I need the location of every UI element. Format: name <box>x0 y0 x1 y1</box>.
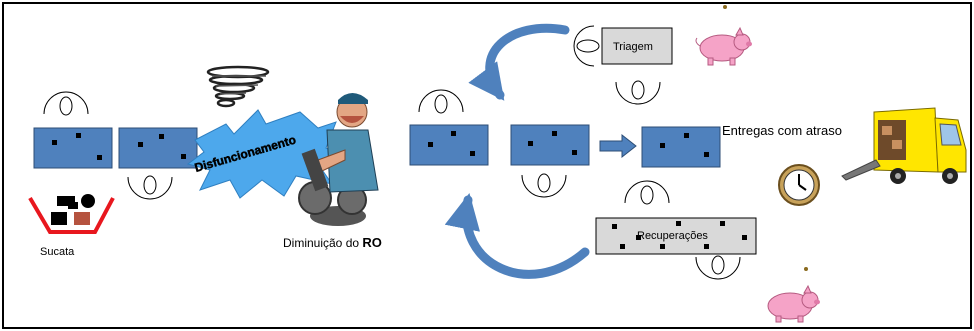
operator-face-icon <box>418 89 464 114</box>
machine-3 <box>409 124 489 166</box>
scrap-bin-icon <box>28 194 115 234</box>
clock-icon <box>778 164 820 206</box>
operator-face-icon <box>573 25 600 67</box>
triagem-label: Triagem <box>613 41 653 53</box>
worker-with-machine-icon <box>298 93 379 226</box>
curved-arrow-recuperacoes <box>444 192 590 279</box>
explosion-burst-icon: Disfuncionamento <box>186 109 347 199</box>
operator-face-icon <box>695 255 741 280</box>
entregas-label: Entregas com atraso <box>722 123 842 138</box>
sucata-label: Sucata <box>40 246 75 258</box>
delivery-truck-icon <box>841 107 967 184</box>
operator-face-icon <box>127 175 173 200</box>
machine-1 <box>33 127 113 169</box>
recuperacoes-label: Recuperações <box>637 230 708 242</box>
machine-2 <box>118 127 198 169</box>
operator-face-icon <box>43 91 89 116</box>
operator-face-icon <box>521 173 567 198</box>
tornado-icon <box>206 65 270 108</box>
triagem-box: Triagem <box>601 27 673 65</box>
machine-5 <box>641 126 721 168</box>
operator-face-icon <box>624 180 670 205</box>
machine-4 <box>510 124 590 166</box>
diminuicao-label: Diminuição do RO <box>283 235 382 250</box>
piggy-bank-icon <box>767 267 820 323</box>
flow-arrow <box>599 133 637 159</box>
recuperacoes-box: Recuperações <box>595 217 757 255</box>
curved-arrow-triagem <box>468 23 570 101</box>
piggy-bank-icon <box>695 5 752 66</box>
operator-face-icon <box>615 80 661 105</box>
